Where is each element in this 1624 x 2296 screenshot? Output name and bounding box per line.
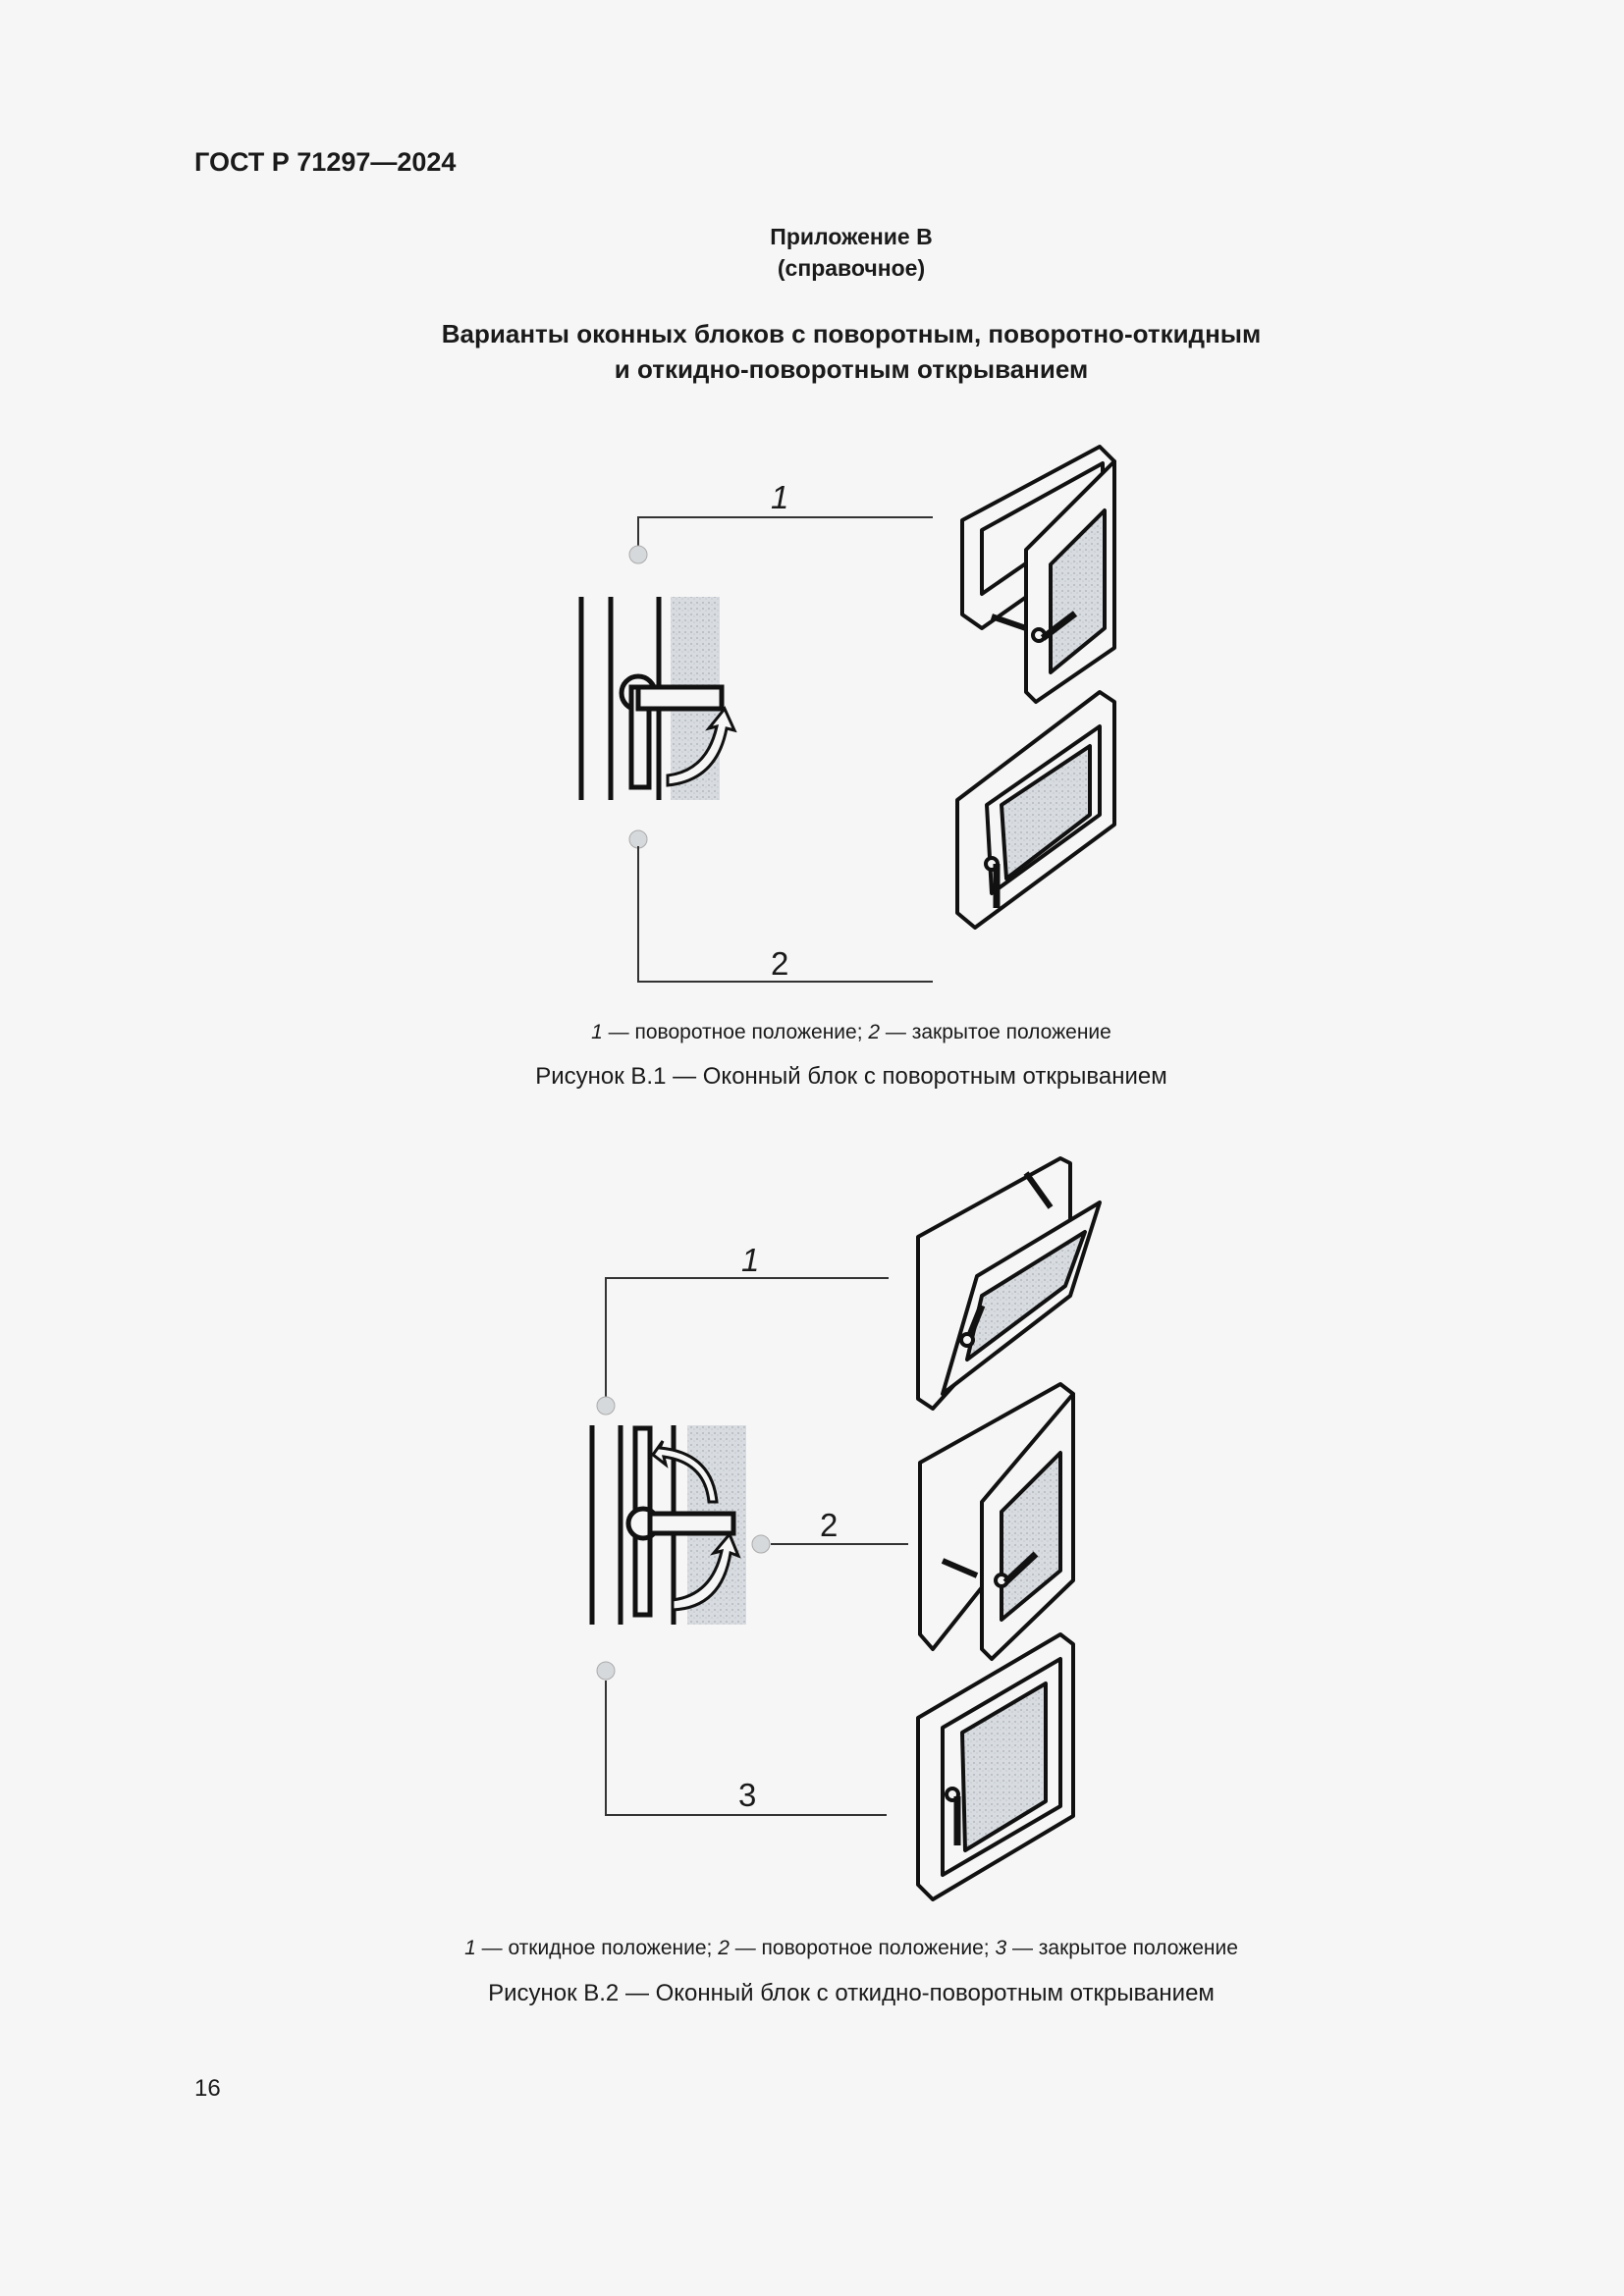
window-closed (916, 1632, 1075, 1901)
section-title: Варианты оконных блоков с поворотным, по… (0, 316, 1624, 387)
legend-num: 2 (868, 1021, 881, 1043)
legend-num: 3 (995, 1937, 1007, 1959)
window-tilt-open (916, 1156, 1102, 1411)
section-title-line-1: Варианты оконных блоков с поворотным, по… (441, 319, 1262, 348)
callout-2-number: 2 (771, 945, 788, 982)
legend-text: — закрытое положение (880, 1021, 1111, 1043)
callout-3-marker (596, 1661, 616, 1681)
figure-b2-caption: Рисунок В.2 — Оконный блок с откидно-пов… (488, 1980, 1215, 2006)
section-title-line-2: и откидно-поворотным открыванием (614, 354, 1089, 384)
annex-subtitle: (справочное) (777, 255, 926, 281)
annex-title: Приложение В (770, 224, 933, 249)
figure-b1-caption: Рисунок В.1 — Оконный блок с поворотным … (535, 1063, 1167, 1090)
figure-b2-legend: 1 — откидное положение; 2 — поворотное п… (0, 1937, 1624, 1960)
legend-text: — поворотное положение; (729, 1937, 996, 1959)
figure-b1-diagram: 1 2 (578, 445, 1116, 983)
legend-num: 2 (718, 1937, 730, 1959)
legend-text: — откидное положение; (475, 1937, 719, 1959)
handle-detail (589, 1425, 746, 1625)
legend-text: — поворотное положение; (602, 1021, 869, 1043)
callout-2-number: 2 (820, 1507, 838, 1543)
legend-num: 1 (464, 1937, 476, 1959)
window-turn-open (918, 1382, 1075, 1661)
page-number: 16 (194, 2075, 221, 2102)
handle-detail (578, 597, 737, 800)
window-turn-open (960, 445, 1116, 704)
callout-3-number: 3 (738, 1777, 756, 1813)
figure-b1-legend: 1 — поворотное положение; 2 — закрытое п… (0, 1021, 1624, 1044)
callout-1-marker (628, 545, 648, 564)
window-closed (955, 690, 1116, 930)
callout-1-number: 1 (741, 1242, 759, 1278)
callout-1-marker (596, 1396, 616, 1415)
callout-1-number: 1 (771, 479, 788, 515)
callout-1-line (637, 516, 933, 550)
legend-text: — закрытое положение (1006, 1937, 1238, 1959)
document-id: ГОСТ Р 71297—2024 (194, 147, 457, 177)
callout-2-marker (751, 1534, 771, 1554)
legend-num: 1 (591, 1021, 603, 1043)
